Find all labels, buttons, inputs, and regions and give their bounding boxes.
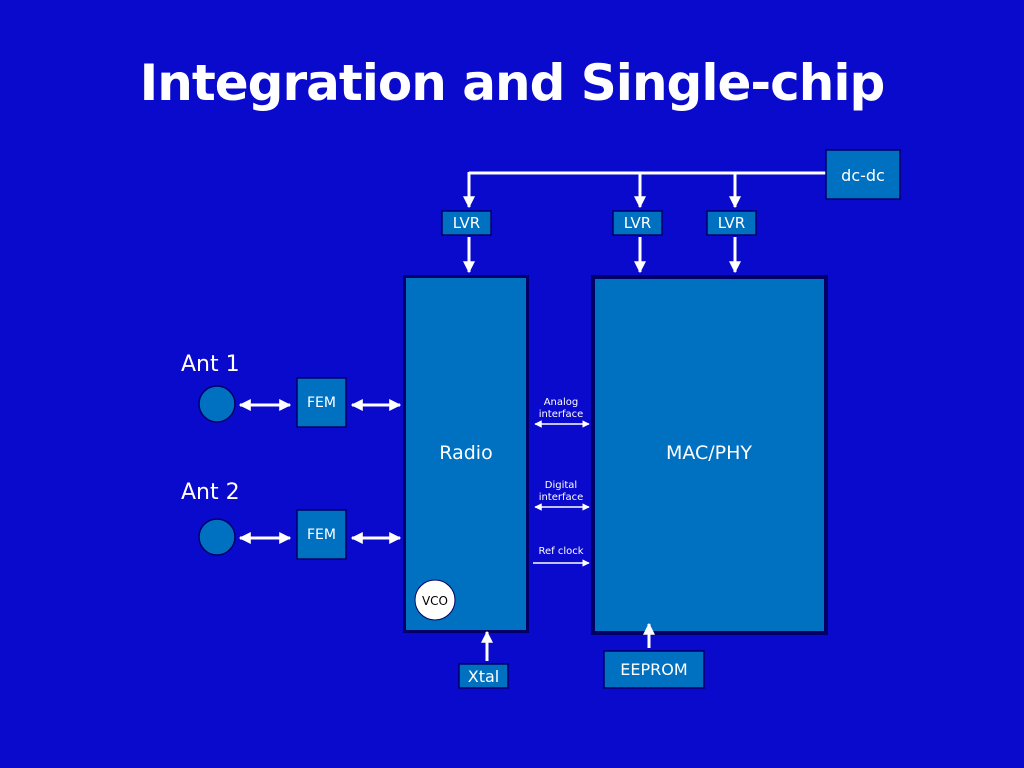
lvr-mac-label-1: LVR: [624, 214, 651, 232]
vco-label: VCO: [422, 594, 448, 608]
lvr-mac-block-1: LVR: [612, 210, 663, 236]
macphy-block: MAC/PHY: [591, 275, 828, 635]
ant1-label: Ant 1: [181, 352, 240, 377]
eeprom-label: EEPROM: [620, 660, 687, 679]
digital-interface-label-1: Digital: [545, 480, 577, 491]
ref-clock-interface: Ref clock: [533, 546, 590, 567]
analog-interface-label-1: Analog: [544, 397, 579, 408]
lvr-radio-block: LVR: [441, 210, 492, 236]
digital-interface-label-2: interface: [539, 492, 584, 503]
xtal-block: Xtal: [458, 630, 509, 689]
antenna-1-chain: Ant 1 FEM: [181, 352, 402, 428]
dcdc-label: dc-dc: [841, 166, 885, 185]
antenna-1-icon: [198, 385, 236, 423]
ant2-label: Ant 2: [181, 480, 240, 505]
antenna-2-icon: [198, 518, 236, 556]
radio-block: Radio: [403, 275, 529, 633]
analog-interface-label-2: interface: [539, 409, 584, 420]
lvr-mac-label-2: LVR: [718, 214, 745, 232]
antenna-2-chain: Ant 2 FEM: [181, 480, 402, 560]
radio-label: Radio: [439, 442, 492, 464]
dcdc-block: dc-dc: [825, 149, 901, 200]
vco-block: VCO: [414, 579, 456, 621]
slide-title: Integration and Single-chip: [139, 54, 886, 112]
fem1-label: FEM: [307, 395, 336, 411]
lvr-supply-arrows: [463, 237, 741, 274]
ref-clock-label: Ref clock: [538, 546, 583, 557]
power-bus: [463, 171, 826, 209]
fem2-label: FEM: [307, 527, 336, 543]
analog-interface: Analog interface: [534, 397, 590, 428]
macphy-label: MAC/PHY: [666, 442, 752, 464]
xtal-label: Xtal: [468, 667, 499, 686]
lvr-mac-block-2: LVR: [706, 210, 757, 236]
eeprom-block: EEPROM: [603, 622, 705, 689]
digital-interface: Digital interface: [534, 480, 590, 511]
lvr-radio-label: LVR: [453, 214, 480, 232]
